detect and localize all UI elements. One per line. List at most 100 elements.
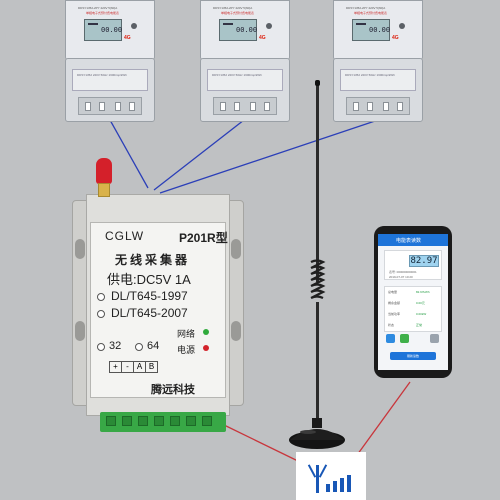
sma-antenna-cap [96, 158, 112, 184]
device-name: 无线采集器 [115, 253, 191, 267]
meter-terminal-slot [220, 102, 226, 111]
meter-lcd-bar [88, 23, 98, 25]
meter-lcd-digits: 00.00 [236, 26, 258, 34]
meter-terminal-slot [383, 102, 389, 111]
power-status-label: 电源 [177, 345, 196, 355]
mount-hole [75, 321, 85, 341]
antenna-base-dome [290, 429, 344, 440]
meter-lcd-bar [223, 23, 233, 25]
quick-actions [384, 334, 442, 346]
meter-wire [159, 119, 379, 194]
meter-logo: 4G [259, 35, 266, 41]
refresh-button[interactable]: 刷新读数 [390, 352, 436, 360]
signal-bar [333, 481, 337, 492]
antenna-tip [315, 80, 320, 86]
bits-64-label: 64 [147, 340, 160, 352]
antenna-rod [316, 82, 319, 282]
station-wires [221, 381, 411, 463]
meter-terminal-slot [99, 102, 105, 111]
model-number: P201R型 [179, 231, 228, 245]
signal-bar [340, 478, 344, 492]
meter-wire [153, 119, 245, 191]
pin-b: B [148, 362, 155, 371]
meter-terminal-slot [397, 102, 403, 111]
meter-button [131, 23, 137, 29]
antenna-coil [310, 259, 326, 300]
meter-terminal-cover: DDSY1352 220V 50Hz 1600imp/kWh [207, 69, 283, 91]
antenna-base-highlight [300, 430, 316, 434]
refresh-icon[interactable] [386, 334, 395, 343]
terminal-screw [106, 416, 116, 426]
app-bar: 电能表读数 [378, 234, 448, 246]
meter-terminal-slot [115, 102, 121, 111]
antenna-collar [312, 418, 322, 428]
electricity-meter-2: DDSY1352-2PY 220V 5(60)A 单相电子式预付费电能表 00.… [200, 0, 290, 122]
reading-card: 82.97 表号: 000000000001 2019-07-07 10:20 [384, 250, 442, 280]
meter-terminal-block [78, 97, 142, 115]
meter-button [266, 23, 272, 29]
signal-bar [326, 484, 330, 492]
meter-id-text: 表号: 000000000001 [389, 270, 417, 274]
list-item[interactable]: 总电量 82.97kWh [388, 290, 440, 297]
row-value: 正常 [416, 323, 423, 327]
station-wire [351, 381, 411, 463]
row-label: 状态 [388, 323, 395, 327]
meter-header-text: DDSY1352-2PY 220V 5(60)A [346, 6, 386, 10]
row-label: 总电量 [388, 290, 398, 294]
power-spec: 供电:DC5V 1A [107, 272, 191, 287]
meter-wire [109, 119, 149, 189]
meter-terminal-block [213, 97, 277, 115]
antenna-lower-rod [316, 302, 319, 422]
reading-display: 82.97 [409, 255, 439, 267]
electricity-meter-1: DDSY1352-2PY 220V 5(60)A 单相电子式预付费电能表 00.… [65, 0, 155, 122]
meter-lcd-digits: 00.00 [101, 26, 123, 34]
row-value: 82.97kWh [416, 290, 430, 294]
sma-antenna-connector [98, 183, 110, 197]
bits-64-radio [135, 343, 143, 351]
meter-terminal-case: DDSY1352 220V 50Hz 1600imp/kWh [65, 58, 155, 122]
meter-terminal-slot [264, 102, 270, 111]
meter-title-text: 单相电子式预付费电能表 [221, 11, 255, 15]
meter-top-case: DDSY1352-2PY 220V 5(60)A 单相电子式预付费电能表 00.… [65, 0, 155, 60]
electricity-meter-3: DDSY1352-2PY 220V 5(60)A 单相电子式预付费电能表 00.… [333, 0, 423, 122]
meter-header-text: DDSY1352-2PY 220V 5(60)A [78, 6, 118, 10]
meter-header-text: DDSY1352-2PY 220V 5(60)A [213, 6, 253, 10]
pin-a: A [134, 362, 146, 372]
mount-hole [75, 239, 85, 259]
meter-wires [109, 119, 379, 194]
tower-arm-left [307, 464, 317, 478]
terminal-screw [138, 416, 148, 426]
network-led [203, 329, 209, 335]
bits-32-radio [97, 343, 105, 351]
model-prefix: CGLW [105, 229, 145, 243]
terminal-screw [122, 416, 132, 426]
chat-icon[interactable] [400, 334, 409, 343]
terminal-screw [170, 416, 180, 426]
network-status-label: 网络 [177, 329, 196, 339]
timestamp-text: 2019-07-07 10:20 [389, 275, 413, 279]
bits-32-label: 32 [109, 340, 122, 352]
pin-minus: - [122, 362, 134, 372]
protocol-2007-radio [97, 310, 105, 318]
meter-cover-text: DDSY1352 220V 50Hz 1600imp/kWh [345, 73, 395, 77]
external-antenna [289, 80, 345, 449]
meter-lcd-digits: 00.00 [369, 26, 391, 34]
pin-plus: + [110, 362, 122, 372]
meter-logo: 4G [124, 35, 131, 41]
power-led [203, 345, 209, 351]
tower-mast [316, 465, 319, 493]
settings-icon[interactable] [430, 334, 439, 343]
meter-logo: 4G [392, 35, 399, 41]
list-item[interactable]: 状态 正常 [388, 323, 440, 330]
mount-hole [231, 239, 241, 259]
protocol-1997-radio [97, 293, 105, 301]
meter-terminal-slot [234, 102, 240, 111]
meter-terminal-cover: DDSY1352 220V 50Hz 1600imp/kWh [340, 69, 416, 91]
app-title: 电能表读数 [396, 238, 422, 244]
mount-hole [231, 321, 241, 341]
meter-terminal-slot [353, 102, 359, 111]
